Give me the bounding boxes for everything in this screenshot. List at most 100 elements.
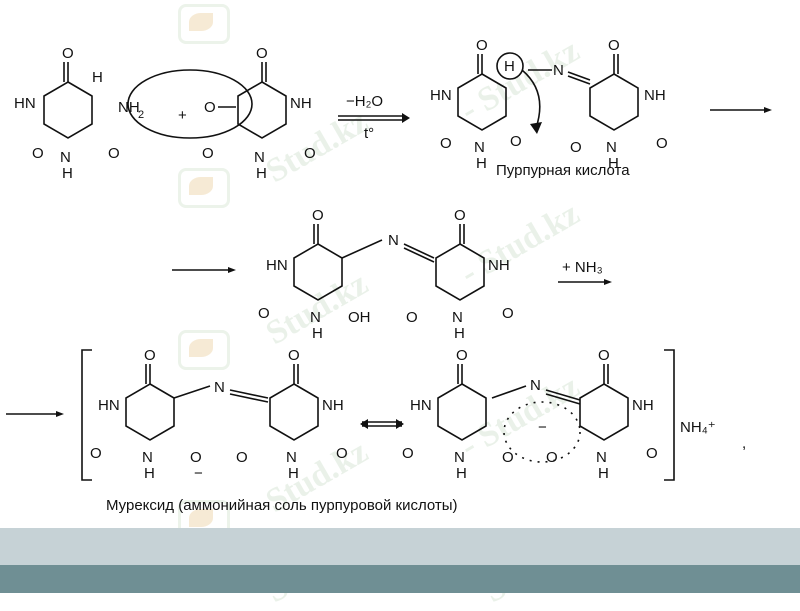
molecule-aminobarbituric: O HN O N H O H NH 2 — [14, 45, 144, 182]
bracket-right — [664, 349, 675, 481]
svg-text:H: H — [92, 69, 103, 86]
svg-text:O: O — [454, 207, 466, 224]
svg-text:O: O — [144, 347, 156, 364]
svg-text:H: H — [256, 165, 267, 182]
svg-text:−: − — [538, 419, 547, 436]
svg-text:H: H — [62, 165, 73, 182]
reaction-arrow-3 — [172, 267, 236, 273]
resonance-arrow — [360, 419, 404, 429]
reaction-arrow-2 — [710, 107, 772, 113]
svg-text:NH: NH — [290, 95, 312, 112]
svg-text:O: O — [402, 445, 414, 462]
svg-text:N: N — [214, 379, 225, 396]
svg-text:O: O — [598, 347, 610, 364]
svg-text:O: O — [440, 135, 452, 152]
svg-text:O: O — [570, 139, 582, 156]
svg-text:H: H — [476, 155, 487, 172]
svg-text:NH: NH — [644, 87, 666, 104]
svg-text:N: N — [606, 139, 617, 156]
watermark-logo — [178, 168, 230, 208]
reaction-arrow-5 — [6, 411, 64, 417]
svg-text:,: , — [742, 435, 746, 452]
svg-text:O: O — [456, 347, 468, 364]
arrow-condition-bottom: t° — [364, 125, 374, 142]
svg-text:N: N — [474, 139, 485, 156]
slide-canvas: Stud.kz - Stud.kz Stud.kz - Stud.kz Stud… — [0, 4, 800, 611]
highlight-ellipse — [127, 69, 253, 139]
svg-text:H: H — [454, 325, 465, 342]
curved-arrow — [521, 69, 541, 129]
reaction-arrow-4: + NH₃ — [558, 259, 612, 285]
plus-sign: + — [178, 107, 187, 124]
svg-text:HN: HN — [266, 257, 288, 274]
svg-text:O: O — [336, 445, 348, 462]
purpuric-acid-label: Пурпурная кислота — [496, 162, 630, 179]
svg-text:N: N — [254, 149, 265, 166]
reaction-arrow-1: −H₂O t° — [338, 93, 410, 142]
svg-text:O: O — [646, 445, 658, 462]
svg-text:O: O — [510, 133, 522, 150]
svg-text:O: O — [312, 207, 324, 224]
ammonium-ion: NH₄⁺ — [680, 419, 716, 436]
svg-text:NH: NH — [322, 397, 344, 414]
svg-text:N: N — [530, 377, 541, 394]
footer-band-dark — [0, 565, 800, 593]
svg-text:O: O — [406, 309, 418, 326]
svg-text:O: O — [236, 449, 248, 466]
molecule-alloxan: O O NH O N H O — [202, 45, 316, 182]
svg-text:N: N — [142, 449, 153, 466]
svg-text:O: O — [190, 449, 202, 466]
svg-text:O: O — [108, 145, 120, 162]
reaction-scheme: O HN O N H O H NH 2 + O O NH O N H O — [6, 37, 772, 514]
svg-text:OH: OH — [348, 309, 371, 326]
svg-text:H: H — [144, 465, 155, 482]
svg-text:N: N — [286, 449, 297, 466]
bracket-left — [81, 349, 92, 481]
svg-text:HN: HN — [430, 87, 452, 104]
svg-text:N: N — [452, 309, 463, 326]
svg-text:O: O — [204, 99, 216, 116]
arrow-condition-top: −H₂O — [346, 93, 383, 110]
svg-text:H: H — [598, 465, 609, 482]
svg-text:N: N — [310, 309, 321, 326]
svg-text:HN: HN — [410, 397, 432, 414]
molecule-purpuric-intermediate: O HN O N H O H N O NH O N — [430, 37, 668, 179]
watermark-logo — [178, 330, 230, 370]
svg-text:N: N — [596, 449, 607, 466]
svg-text:HN: HN — [14, 95, 36, 112]
svg-text:NH: NH — [632, 397, 654, 414]
svg-text:O: O — [256, 45, 268, 62]
svg-text:O: O — [258, 305, 270, 322]
svg-text:N: N — [454, 449, 465, 466]
molecule-purpuric-acid: O HN O N H OH N O NH O N H O — [258, 207, 514, 342]
svg-text:−: − — [194, 465, 203, 482]
svg-text:O: O — [608, 37, 620, 54]
arrow-reagent: + NH₃ — [562, 259, 603, 276]
svg-text:H: H — [608, 155, 619, 172]
svg-text:H: H — [504, 58, 515, 75]
footer-band-light — [0, 528, 800, 565]
watermark-logo — [178, 4, 230, 44]
svg-text:O: O — [62, 45, 74, 62]
svg-text:O: O — [32, 145, 44, 162]
svg-text:O: O — [90, 445, 102, 462]
hydrogen-highlight — [496, 52, 524, 80]
svg-text:NH: NH — [488, 257, 510, 274]
svg-text:O: O — [476, 37, 488, 54]
svg-text:O: O — [288, 347, 300, 364]
svg-text:O: O — [502, 449, 514, 466]
murexide-caption: Мурексид (аммонийная соль пурпуровой кис… — [106, 497, 458, 514]
svg-text:O: O — [502, 305, 514, 322]
svg-text:N: N — [388, 232, 399, 249]
svg-text:O: O — [202, 145, 214, 162]
svg-text:O: O — [546, 449, 558, 466]
svg-text:H: H — [288, 465, 299, 482]
svg-text:HN: HN — [98, 397, 120, 414]
molecule-murexide-form-2: O HN O N H O N − O NH O N H O — [402, 347, 658, 482]
svg-text:O: O — [304, 145, 316, 162]
svg-text:N: N — [553, 62, 564, 79]
svg-text:H: H — [456, 465, 467, 482]
svg-text:O: O — [656, 135, 668, 152]
svg-text:N: N — [60, 149, 71, 166]
svg-text:2: 2 — [138, 109, 144, 121]
